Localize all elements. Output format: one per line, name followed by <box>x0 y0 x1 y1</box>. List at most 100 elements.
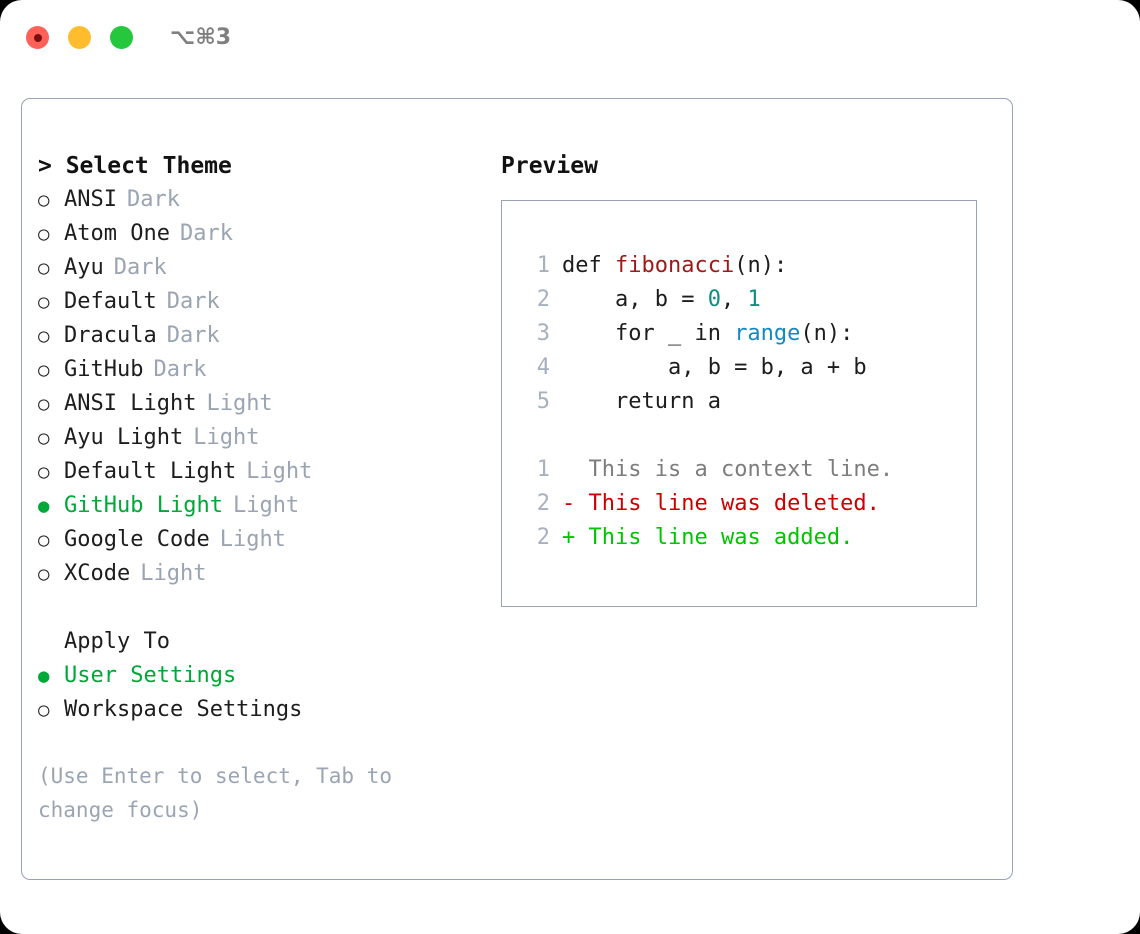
diff-line-text: This line was deleted. <box>588 491 880 516</box>
theme-list-item[interactable]: ○ Dracula Dark <box>38 319 488 353</box>
theme-variant-badge: Dark <box>166 323 220 348</box>
code-line: 4 a, b = b, a + b <box>522 351 976 385</box>
theme-name-label: Default <box>64 289 157 314</box>
radio-unselected-icon[interactable]: ○ <box>38 529 50 551</box>
line-number: 1 <box>536 457 550 482</box>
select-theme-title: > Select Theme <box>38 153 232 179</box>
theme-list-item[interactable]: ○ ANSI Dark <box>38 183 488 217</box>
theme-name-label: GitHub <box>64 357 144 382</box>
radio-unselected-icon[interactable]: ○ <box>38 461 50 483</box>
line-number: 2 <box>536 491 550 516</box>
theme-variant-badge: Light <box>246 459 313 484</box>
radio-unselected-icon[interactable]: ○ <box>38 359 50 381</box>
maximize-button-icon[interactable] <box>110 26 133 49</box>
radio-unselected-icon[interactable]: ○ <box>38 189 50 211</box>
theme-list-item[interactable]: ○ Atom One Dark <box>38 217 488 251</box>
diff-line-text: This is a context line. <box>588 457 894 482</box>
theme-variant-badge: Dark <box>153 357 207 382</box>
theme-variant-badge: Dark <box>179 221 233 246</box>
theme-name-label: Ayu <box>64 255 104 280</box>
theme-variant-badge: Dark <box>166 289 220 314</box>
apply-to-title: Apply To <box>38 625 488 659</box>
diff-sample: 1 This is a context line.2- This line wa… <box>522 453 976 555</box>
theme-variant-badge: Light <box>232 493 300 518</box>
radio-unselected-icon[interactable]: ○ <box>38 427 50 449</box>
theme-name-label: ANSI <box>64 187 117 212</box>
radio-unselected-icon[interactable]: ○ <box>38 291 50 313</box>
theme-list-item[interactable]: ○ Default Light Light <box>38 455 488 489</box>
diff-line: 2- This line was deleted. <box>522 487 976 521</box>
radio-selected-icon[interactable]: ● <box>38 495 50 517</box>
line-number: 5 <box>536 389 550 414</box>
theme-list-item[interactable]: ● GitHub Light Light <box>38 489 488 523</box>
line-number: 2 <box>536 525 550 550</box>
keyboard-hint-text: (Use Enter to select, Tab to change focu… <box>38 764 405 822</box>
code-sample: 1 def fibonacci(n): 2 a, b = 0, 1 3 for _ i… <box>522 249 976 419</box>
theme-name-label: ANSI Light <box>64 391 197 416</box>
code-token: 0 <box>707 287 721 312</box>
code-line: 5 return a <box>522 385 976 419</box>
theme-name-label: XCode <box>64 561 131 586</box>
radio-selected-icon[interactable]: ● <box>38 665 50 687</box>
minimize-button-icon[interactable] <box>68 26 91 49</box>
window-controls <box>26 26 133 49</box>
code-token: (n): <box>734 253 788 278</box>
theme-variant-badge: Dark <box>126 187 180 212</box>
apply-to-label: Apply To <box>64 629 170 654</box>
theme-list-item[interactable]: ○ Default Dark <box>38 285 488 319</box>
theme-list-item[interactable]: ○ Google Code Light <box>38 523 488 557</box>
theme-name-label: GitHub Light <box>64 493 223 518</box>
radio-unselected-icon[interactable]: ○ <box>38 257 50 279</box>
code-token: def <box>562 253 615 278</box>
code-preview-box: 1 def fibonacci(n): 2 a, b = 0, 1 3 for _ i… <box>501 200 977 607</box>
diff-marker <box>562 453 589 487</box>
line-number: 3 <box>536 321 550 346</box>
line-number: 2 <box>536 287 550 312</box>
code-line: 2 a, b = 0, 1 <box>522 283 976 317</box>
diff-line-text: This line was added. <box>588 525 854 550</box>
line-number: 1 <box>536 253 550 278</box>
theme-name-label: Atom One <box>64 221 170 246</box>
theme-name-label: Default Light <box>64 459 237 484</box>
code-line: 1 def fibonacci(n): <box>522 249 976 283</box>
code-line-text: return a <box>562 385 721 419</box>
radio-unselected-icon[interactable]: ○ <box>38 699 50 721</box>
theme-variant-badge: Light <box>219 527 286 552</box>
code-token: a, b = b, a + b <box>562 355 867 380</box>
code-token: fibonacci <box>614 253 735 278</box>
apply-to-list-item[interactable]: ○ Workspace Settings <box>38 693 488 727</box>
theme-name-label: Ayu Light <box>64 425 184 450</box>
radio-unselected-icon[interactable]: ○ <box>38 325 50 347</box>
code-token: range <box>734 321 801 346</box>
theme-variant-badge: Dark <box>113 255 167 280</box>
theme-list-item[interactable]: ○ Ayu Dark <box>38 251 488 285</box>
theme-name-label: Dracula <box>64 323 157 348</box>
apply-to-list[interactable]: ● User Settings ○ Workspace Settings <box>38 659 488 727</box>
radio-unselected-icon[interactable]: ○ <box>38 393 50 415</box>
theme-list-item[interactable]: ○ GitHub Dark <box>38 353 488 387</box>
theme-variant-badge: Light <box>140 561 207 586</box>
apply-to-option-label: User Settings <box>64 663 237 688</box>
theme-name-label: Google Code <box>64 527 210 552</box>
apply-to-list-item[interactable]: ● User Settings <box>38 659 488 693</box>
diff-line: 1 This is a context line. <box>522 453 976 487</box>
diff-line: 2+ This line was added. <box>522 521 976 555</box>
close-button-icon[interactable] <box>26 26 49 49</box>
keyboard-shortcut-label: ⌥⌘3 <box>170 25 232 50</box>
radio-unselected-icon[interactable]: ○ <box>38 563 50 585</box>
title-bar: ⌥⌘3 <box>0 0 1140 78</box>
apply-to-option-label: Workspace Settings <box>64 697 303 722</box>
radio-unselected-icon[interactable]: ○ <box>38 223 50 245</box>
code-token: for _ in <box>562 321 735 346</box>
code-token: , <box>720 287 748 312</box>
theme-list-item[interactable]: ○ XCode Light <box>38 557 488 591</box>
apply-to-bullet-placeholder <box>38 625 64 659</box>
code-line-text: a, b = 0, 1 <box>562 283 761 317</box>
code-token: 1 <box>747 287 761 312</box>
